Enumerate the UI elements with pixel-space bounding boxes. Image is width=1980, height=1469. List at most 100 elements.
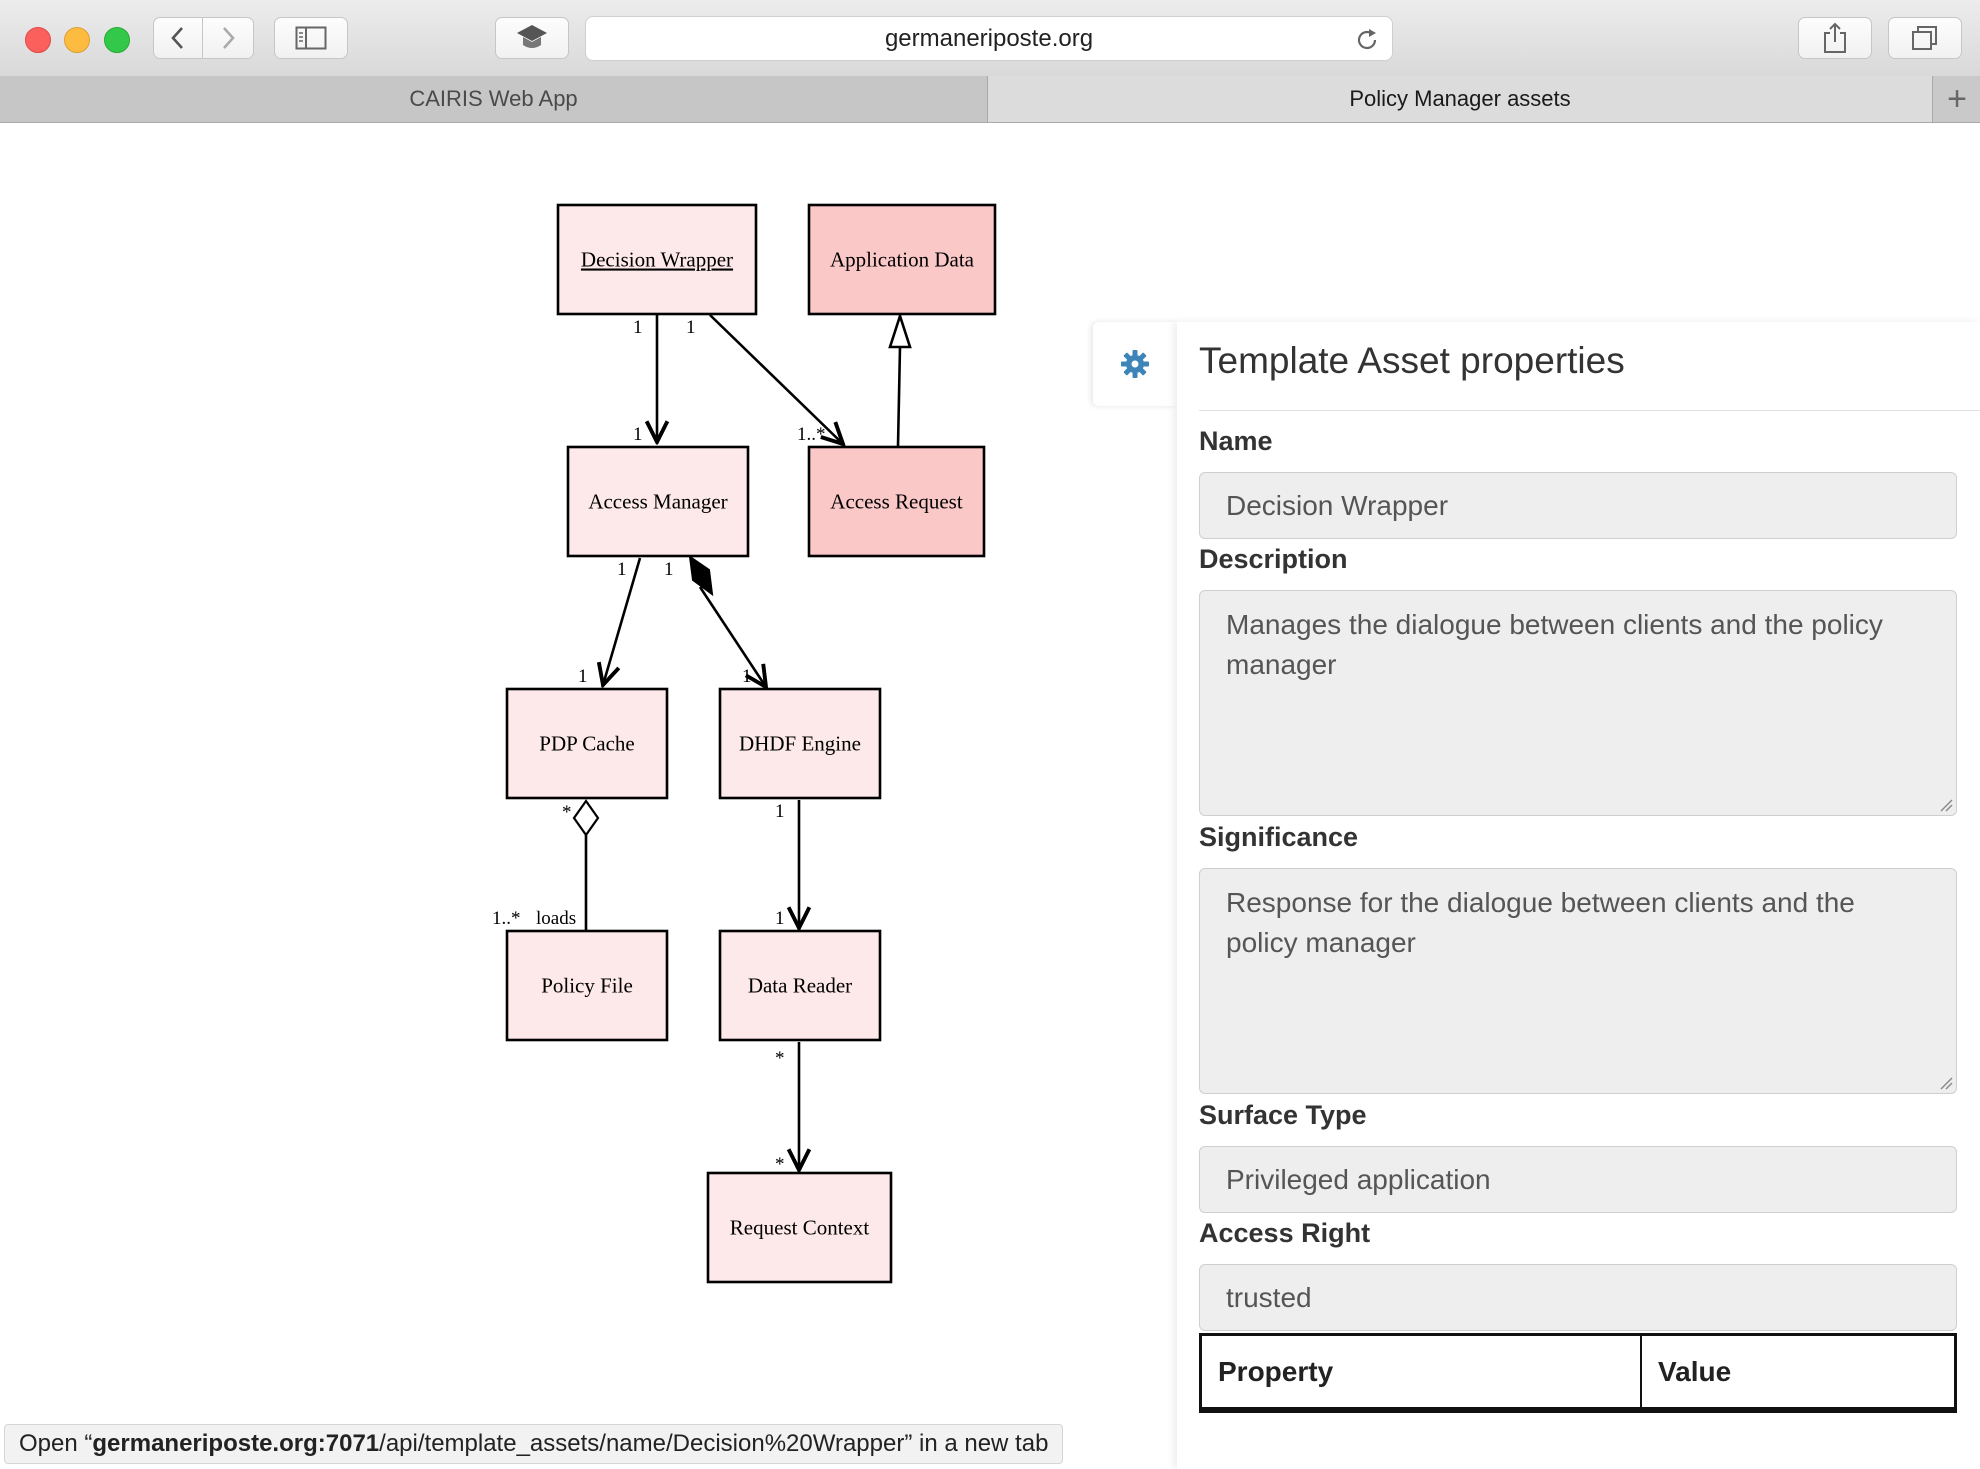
- asset-node-label: Access Request: [830, 490, 963, 514]
- asset-node-request-context[interactable]: Request Context: [706, 1171, 893, 1284]
- asset-node-pdp-cache[interactable]: PDP Cache: [505, 687, 669, 800]
- edge-dw-ar: [709, 314, 843, 444]
- mult-dw-ar-dst: 1..*: [797, 424, 826, 445]
- tab-cairis-web-app[interactable]: CAIRIS Web App: [0, 76, 988, 122]
- mult-dr-rc-dst: *: [775, 1154, 785, 1175]
- plus-icon: +: [1947, 79, 1967, 118]
- share-button[interactable]: [1798, 17, 1872, 59]
- significance-textarea[interactable]: Response for the dialogue between client…: [1199, 868, 1957, 1094]
- forward-button[interactable]: [202, 17, 254, 59]
- asset-node-label: Data Reader: [748, 974, 852, 998]
- asset-node-access-request[interactable]: Access Request: [807, 445, 986, 558]
- back-button[interactable]: [153, 17, 203, 59]
- edge-ar-appdata: [896, 346, 902, 447]
- panel-title: Template Asset properties: [1199, 340, 1625, 381]
- share-icon: [1824, 22, 1846, 53]
- zoom-window-button[interactable]: [104, 27, 130, 53]
- asset-node-decision-wrapper[interactable]: Decision Wrapper: [556, 203, 758, 316]
- generalization-arrowhead: [888, 311, 912, 349]
- extension-button[interactable]: [495, 17, 569, 59]
- surface-type-field[interactable]: Privileged application: [1199, 1146, 1957, 1213]
- mult-dw-am-dst: 1: [633, 424, 643, 445]
- resize-grip-icon[interactable]: [1939, 798, 1953, 812]
- asset-node-label: Application Data: [830, 248, 975, 272]
- address-bar[interactable]: germaneriposte.org: [585, 16, 1393, 61]
- asset-node-label: Decision Wrapper: [581, 248, 733, 272]
- mult-dw-am-src: 1: [633, 317, 643, 338]
- mult-am-pdp-dst: 1: [578, 666, 588, 687]
- surface-type-label: Surface Type: [1199, 1100, 1367, 1130]
- tabs-icon: [1912, 26, 1937, 50]
- asset-node-label: Access Manager: [588, 490, 727, 514]
- asset-node-box: [556, 203, 758, 316]
- description-label: Description: [1199, 544, 1348, 574]
- composition-diamond: [688, 554, 714, 597]
- minimize-window-button[interactable]: [64, 27, 90, 53]
- mult-dhdf-dr-dst: 1: [775, 908, 785, 929]
- mult-pdp-pf-src: *: [562, 802, 572, 823]
- asset-node-box: [706, 1171, 893, 1284]
- status-host: germaneriposte.org:7071: [92, 1430, 380, 1457]
- description-textarea[interactable]: Manages the dialogue between clients and…: [1199, 590, 1957, 816]
- browser-toolbar: germaneriposte.org: [0, 0, 1980, 77]
- status-prefix: Open “: [19, 1430, 93, 1457]
- asset-node-label: DHDF Engine: [739, 732, 861, 756]
- reload-icon[interactable]: [1354, 27, 1380, 53]
- column-header-value[interactable]: Value: [1658, 1355, 1732, 1387]
- asset-node-dhdf-engine[interactable]: DHDF Engine: [718, 687, 882, 800]
- chevron-right-icon: [223, 27, 235, 49]
- mult-am-pdp-src: 1: [617, 559, 627, 580]
- edge-am-pdp: [603, 557, 642, 685]
- resize-grip-icon[interactable]: [1939, 1076, 1953, 1090]
- asset-node-box: [807, 203, 997, 316]
- access-right-label: Access Right: [1199, 1218, 1371, 1248]
- mult-dw-ar-src: 1: [686, 317, 696, 338]
- edge-am-dhdf: [698, 586, 766, 687]
- settings-toggle-button[interactable]: [1093, 322, 1177, 406]
- mult-dhdf-dr-src: 1: [775, 801, 785, 822]
- asset-node-box: [505, 929, 669, 1042]
- significance-text: Response for the dialogue between client…: [1226, 887, 1855, 958]
- address-text: germaneriposte.org: [884, 24, 1094, 52]
- new-tab-button[interactable]: +: [1932, 76, 1980, 122]
- sidebar-toggle-button[interactable]: [274, 17, 348, 59]
- status-path: /api/template_assets/name/Decision%20Wra…: [379, 1430, 905, 1457]
- name-field[interactable]: Decision Wrapper: [1199, 472, 1957, 539]
- chevron-left-icon: [171, 27, 183, 49]
- asset-node-label: Request Context: [730, 1216, 870, 1240]
- asset-node-box: [718, 687, 882, 800]
- mult-pdp-pf-dst: 1..*: [492, 908, 521, 929]
- asset-node-label: PDP Cache: [539, 732, 634, 756]
- tab-bar: CAIRIS Web App Policy Manager assets +: [0, 76, 1980, 123]
- column-header-property[interactable]: Property: [1202, 1336, 1642, 1407]
- mult-am-dhdf-src: 1: [664, 559, 674, 580]
- asset-node-policy-file[interactable]: Policy File: [505, 929, 669, 1042]
- mult-am-dhdf-dst: 1: [742, 666, 752, 687]
- status-suffix: ” in a new tab: [904, 1430, 1049, 1457]
- tab-policy-manager-assets[interactable]: Policy Manager assets: [988, 76, 1932, 122]
- asset-node-label: Policy File: [541, 974, 633, 998]
- close-window-button[interactable]: [25, 27, 51, 53]
- aggregation-diamond: [572, 799, 600, 837]
- graduation-cap-icon: [517, 25, 547, 48]
- role-loads: loads: [536, 908, 576, 929]
- template-asset-properties-panel: Template Asset properties Name Decision …: [1177, 322, 1980, 1469]
- name-label: Name: [1199, 426, 1273, 456]
- title-divider: [1199, 410, 1980, 411]
- link-status-bar: Open “germaneriposte.org:7071/api/templa…: [4, 1424, 1064, 1464]
- description-text: Manages the dialogue between clients and…: [1226, 609, 1883, 680]
- significance-label: Significance: [1199, 822, 1359, 852]
- asset-node-box: [505, 687, 669, 800]
- asset-node-box: [566, 445, 750, 558]
- asset-node-access-manager[interactable]: Access Manager: [566, 445, 750, 558]
- properties-table-header: Property Value: [1199, 1333, 1957, 1413]
- sidebar-icon: [295, 26, 327, 50]
- mult-dr-rc-src: *: [775, 1048, 785, 1069]
- tabs-overview-button[interactable]: [1888, 17, 1962, 59]
- asset-node-application-data[interactable]: Application Data: [807, 203, 997, 316]
- access-right-field[interactable]: trusted: [1199, 1264, 1957, 1331]
- asset-node-box: [718, 929, 882, 1042]
- asset-node-data-reader[interactable]: Data Reader: [718, 929, 882, 1042]
- asset-node-box: [807, 445, 986, 558]
